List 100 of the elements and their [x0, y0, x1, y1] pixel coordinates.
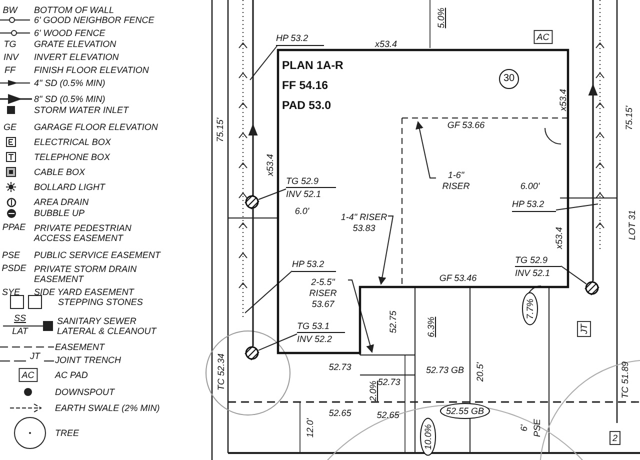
dimension-label: 6.00' — [520, 181, 540, 191]
abbreviation: SYE — [2, 287, 20, 297]
legend-text: 6' WOOD FENCE — [34, 28, 106, 38]
legend-text: EARTH SWALE (2% MIN) — [55, 403, 160, 413]
legend-text: CABLE BOX — [34, 167, 86, 177]
legend-text: TELEPHONE BOX — [34, 152, 110, 162]
spot-elevation: x53.4 — [554, 226, 564, 250]
plan-label: FF 54.16 — [282, 80, 328, 93]
elevation-note: HP 53.2 — [292, 259, 336, 272]
legend-text: 4" SD (0.5% MIN) — [34, 78, 106, 88]
spot-elevation: 52.65 — [376, 410, 400, 420]
abbreviation: LAT — [12, 326, 28, 336]
legend-text: SIDE YARD EASEMENT — [34, 287, 134, 297]
legend-text: SANITARY SEWER LATERAL & CLEANOUT — [57, 316, 158, 336]
dimension-label: 12.0' — [305, 418, 315, 438]
leader-line — [348, 280, 374, 353]
abbreviation: PPAE — [2, 222, 26, 232]
spot-elevation: 52.73 GB — [426, 365, 464, 375]
area-drain-icon — [245, 346, 259, 360]
equipment-pad-label: AC — [534, 30, 552, 44]
spot-elevation: x53.4 — [558, 88, 568, 112]
legend-text: BOTTOM OF WALL — [34, 5, 114, 15]
lot-label: LOT 31 — [627, 210, 637, 240]
legend-text: TREE — [55, 428, 80, 438]
legend-text: BOLLARD LIGHT — [34, 182, 106, 192]
abbreviation: PSE — [2, 250, 20, 260]
elevation-note: TG 53.1 — [297, 320, 345, 333]
elevation-note: INV 52.1 — [515, 267, 552, 279]
elevation-note: 2-5.5" RISER 53.67 — [298, 277, 348, 313]
leader-line — [378, 216, 394, 285]
leader-line — [250, 46, 278, 80]
dimension-label: 6' — [519, 424, 529, 432]
legend-text: EASEMENT — [55, 342, 105, 352]
legend-text: GARAGE FLOOR ELEVATION — [34, 122, 158, 132]
legend-text: JOINT TRENCH — [55, 355, 121, 365]
curb-elevation: TC 52.34 — [216, 353, 226, 391]
legend-text: FINISH FLOOR ELEVATION — [34, 65, 149, 75]
legend-text: STORM WATER INLET — [34, 105, 129, 115]
legend-text: AREA DRAIN — [34, 197, 89, 207]
slope-label: 2.0% — [368, 380, 378, 402]
trench-label: JT — [577, 321, 591, 337]
slope-label: 10.0% — [420, 418, 436, 456]
elevation-label: GF 53.66 — [447, 120, 485, 130]
plan-label: PAD 53.0 — [282, 100, 332, 113]
elevation-note: HP 53.2 — [276, 33, 324, 46]
dimension-label: 75.15' — [215, 118, 225, 142]
unit-number-label: 2 — [610, 431, 620, 445]
spot-elevation: x53.4 — [265, 154, 275, 176]
easement-label: PSE — [532, 419, 542, 437]
curb-elevation: TC 51.89 — [620, 361, 630, 399]
legend-text: BUBBLE UP — [34, 208, 85, 218]
legend-text: PUBLIC SERVICE EASEMENT — [34, 250, 160, 260]
dimension-label: 20.5' — [475, 362, 485, 382]
elevation-label: GF 53.46 — [439, 273, 477, 283]
elevation-note: INV 52.1 — [286, 188, 322, 200]
plan-label: PLAN 1A-R — [282, 60, 344, 73]
legend-text: STEPPING STONES — [58, 297, 143, 307]
leader-line — [244, 270, 292, 314]
legend-text: GRATE ELEVATION — [34, 39, 116, 49]
dimension-label: 6.0' — [294, 206, 310, 216]
elevation-note: 1-6" RISER — [436, 170, 476, 194]
elevation-note: 1-4" RISER 53.83 — [340, 212, 388, 258]
legend-text: PRIVATE STORM DRAIN EASEMENT — [34, 264, 138, 284]
legend-text: 6' GOOD NEIGHBOR FENCE — [34, 15, 154, 25]
slope-label: 6.3% — [426, 316, 436, 338]
legend-text: ELECTRICAL BOX — [34, 137, 111, 147]
leader-line — [560, 266, 587, 284]
slope-label: 5.0% — [436, 8, 446, 28]
elevation-note: INV 52.2 — [297, 333, 334, 345]
spot-elevation: 52.73 — [378, 377, 400, 387]
spot-elevation: 52.73 — [328, 362, 352, 372]
legend-text: PRIVATE PEDESTRIAN ACCESS EASEMENT — [34, 223, 132, 243]
dimension-label: 75.15' — [624, 106, 634, 130]
spot-elevation: x53.4 — [374, 39, 398, 49]
legend-text: INVERT ELEVATION — [34, 52, 119, 62]
abbreviation: FF — [4, 65, 16, 75]
elevation-note: TG 52.9 — [286, 175, 336, 188]
elevation-note: TG 52.9 — [515, 254, 561, 267]
legend-text: 8" SD (0.5% MIN) — [34, 94, 106, 104]
leader-line — [416, 121, 436, 178]
abbreviation: BW — [2, 5, 18, 15]
legend-text: DOWNSPOUT — [55, 387, 114, 397]
abbreviation: INV — [4, 52, 18, 62]
spot-elevation: 52.75 — [388, 310, 398, 334]
abbreviation: PSDE — [2, 263, 26, 273]
area-drain-icon — [585, 281, 599, 295]
abbreviation: GE — [4, 122, 16, 132]
slope-label: 7.7% — [522, 292, 538, 326]
abbreviation: SS — [14, 313, 26, 323]
abbreviation: JT — [30, 351, 40, 361]
legend-text: AC PAD — [55, 370, 88, 380]
spot-elevation: 52.65 — [328, 408, 352, 418]
elevation-note: HP 53.2 — [512, 199, 556, 212]
leader-line — [258, 188, 286, 200]
spot-elevation: 52.55 GB — [440, 403, 490, 419]
leader-line — [556, 204, 598, 210]
area-drain-icon — [245, 195, 259, 209]
lot-number-circle: 30 — [499, 69, 519, 89]
leader-line — [258, 334, 298, 351]
abbreviation: AC — [18, 368, 38, 382]
